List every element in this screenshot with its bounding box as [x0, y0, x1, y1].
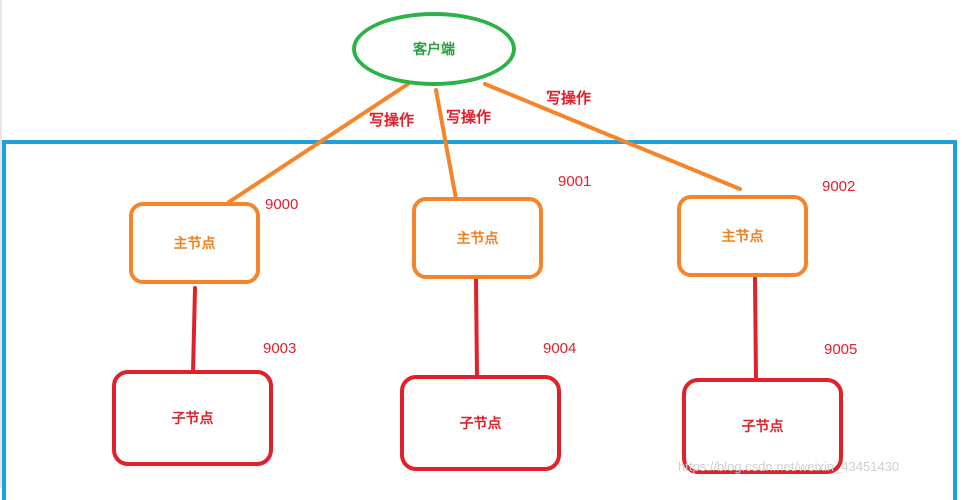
master-node-1: 主节点 [129, 202, 260, 284]
master-port-1: 9000 [265, 196, 299, 213]
client-label: 客户端 [413, 42, 455, 58]
child-node-1: 子节点 [112, 370, 273, 466]
child-port-3: 9005 [824, 341, 858, 358]
write-op-label-2: 写操作 [446, 108, 492, 126]
write-op-label-3: 写操作 [546, 89, 592, 107]
cluster-frame [2, 140, 957, 500]
master-port-3: 9002 [822, 178, 856, 195]
watermark-url: https://blog.csdn.net/weixin_43451430 [678, 459, 900, 474]
child-node-label: 子节点 [171, 411, 214, 427]
connector-layer [191, 82, 758, 382]
write-line-master-1 [227, 82, 410, 204]
link-master-child-3 [753, 276, 758, 382]
page-left-edge [0, 0, 2, 488]
link-master-child-2 [474, 277, 479, 379]
child-node-label: 子节点 [741, 419, 784, 435]
write-line-master-3 [483, 82, 742, 191]
master-node-label: 主节点 [456, 231, 499, 247]
client-node: 客户端 [352, 12, 516, 86]
master-node-label: 主节点 [721, 229, 764, 245]
write-op-label-1: 写操作 [369, 111, 415, 129]
child-port-1: 9003 [263, 340, 297, 357]
child-node-3: 子节点 [682, 378, 843, 474]
master-node-3: 主节点 [677, 195, 808, 277]
child-node-2: 子节点 [400, 375, 561, 471]
master-port-2: 9001 [558, 173, 592, 190]
child-node-label: 子节点 [459, 416, 502, 432]
link-master-child-1 [191, 286, 197, 375]
master-node-2: 主节点 [412, 197, 543, 279]
master-node-label: 主节点 [173, 236, 216, 252]
write-line-master-2 [434, 88, 458, 201]
child-port-2: 9004 [543, 340, 577, 357]
